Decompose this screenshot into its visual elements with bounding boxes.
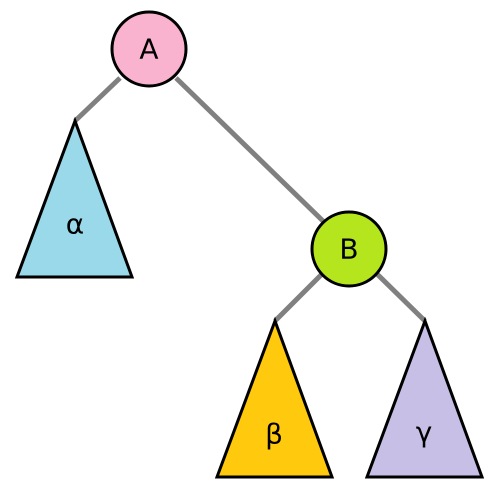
edge-b-beta [273,271,325,323]
node-a-circle [110,10,188,88]
edge-a-b [174,76,325,223]
edge-a-alpha [73,76,122,123]
node-b-circle [310,210,388,288]
subtree-alpha-triangle [14,116,135,279]
node-b-label: B [339,233,358,266]
subtree-beta-label: β [265,418,283,451]
subtree-alpha-label: α [66,208,84,241]
subtree-gamma-triangle [364,316,485,479]
subtree-beta-triangle [214,316,335,479]
subtree-gamma-label: γ [416,416,433,449]
edge-b-gamma [374,271,427,323]
node-a-label: A [139,33,158,66]
